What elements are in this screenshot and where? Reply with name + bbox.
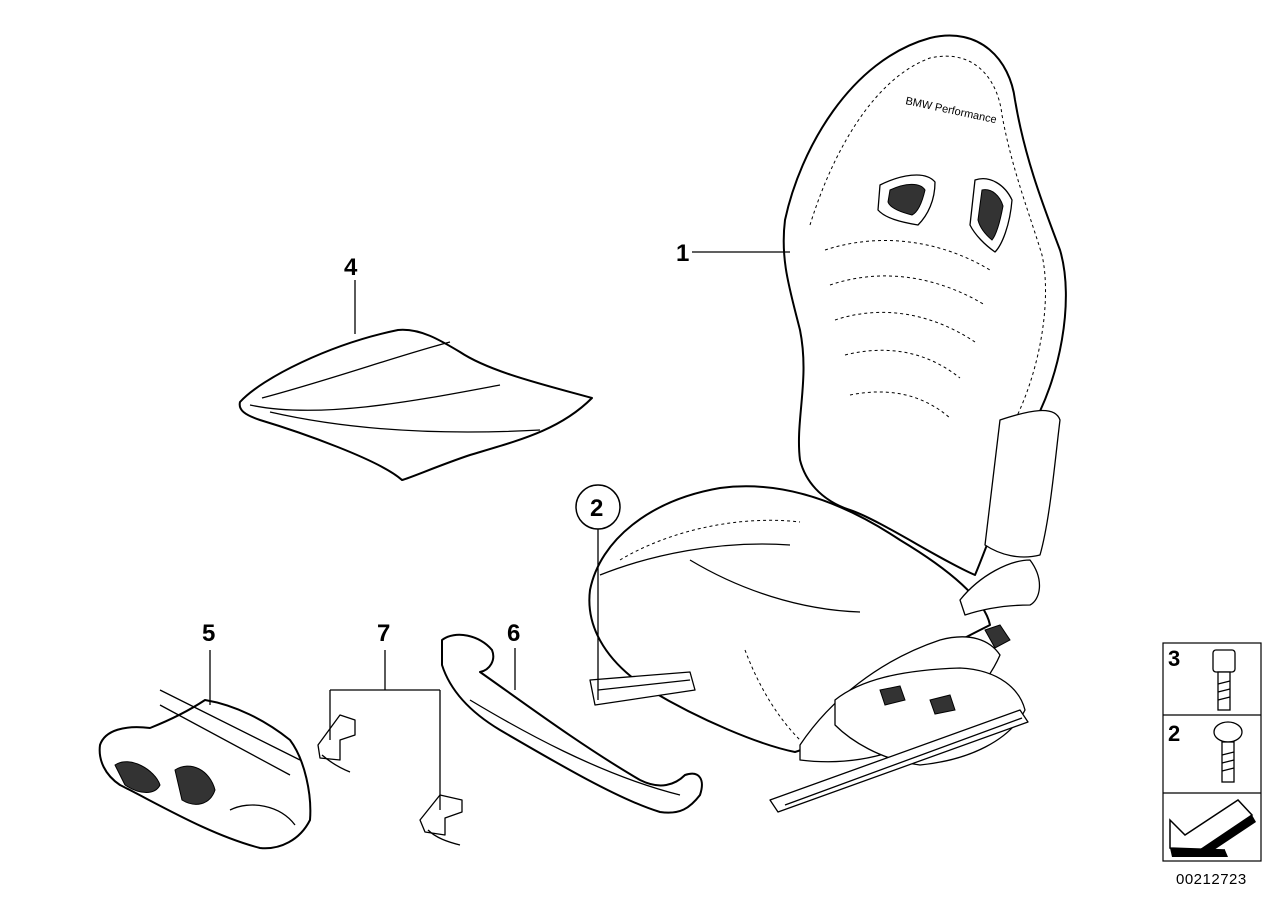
part-1-sport-seat[interactable]: BMW Performance <box>588 34 1067 813</box>
part-7-clip-upper[interactable] <box>317 714 356 773</box>
socket-head-bolt-icon[interactable] <box>1212 649 1236 711</box>
part-6-side-cover[interactable] <box>441 633 703 814</box>
callout-2[interactable]: 2 <box>590 495 603 522</box>
part-4-cushion-pad[interactable] <box>238 328 593 481</box>
part-5-airbag-module[interactable] <box>98 689 312 850</box>
callout-1[interactable]: 1 <box>676 240 689 267</box>
torx-bolt-icon[interactable] <box>1213 721 1243 783</box>
part-7-clip-lower[interactable] <box>419 794 463 846</box>
legend-label-3: 3 <box>1168 646 1180 671</box>
leader-lines <box>209 251 790 810</box>
callout-4[interactable]: 4 <box>344 254 358 281</box>
reference-number: 00212723 <box>1176 871 1247 888</box>
callout-5[interactable]: 5 <box>202 620 215 647</box>
callout-2-circle <box>575 484 621 530</box>
arrow-icon <box>1169 799 1256 857</box>
legend-label-2: 2 <box>1168 721 1180 746</box>
callout-6[interactable]: 6 <box>507 620 520 647</box>
callout-7[interactable]: 7 <box>377 620 390 647</box>
legend-panel: 3 2 <box>1162 642 1262 862</box>
